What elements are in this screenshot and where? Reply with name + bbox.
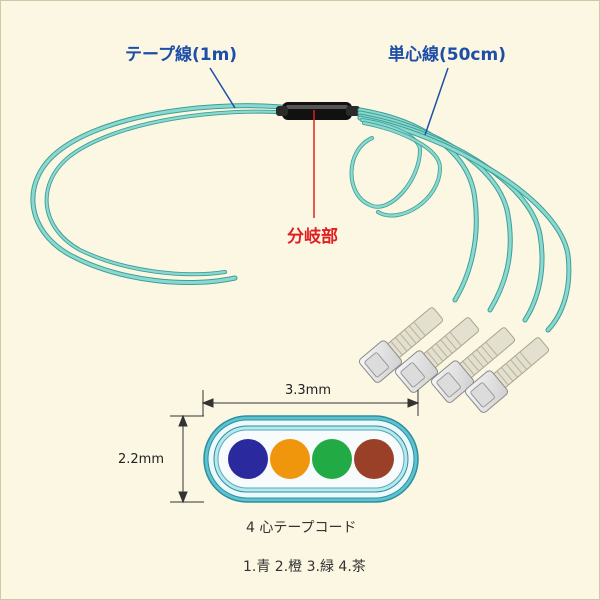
single-fiber-label: 単心線(50cm) — [388, 45, 506, 65]
height-dimension — [170, 414, 204, 504]
connector-2 — [394, 317, 480, 393]
single-fiber-leader — [424, 67, 449, 136]
core-1 — [228, 439, 268, 479]
branch-unit — [276, 102, 360, 120]
caption: 4 心テープコード — [246, 520, 357, 536]
connector-4 — [464, 337, 550, 413]
branch-label: 分岐部 — [287, 227, 338, 247]
core-4 — [354, 439, 394, 479]
connector-1 — [358, 307, 444, 383]
single-fibers — [349, 107, 572, 333]
core-2 — [270, 439, 310, 479]
color-legend: 1.青 2.橙 3.緑 4.茶 — [243, 559, 366, 575]
width-dimension — [201, 390, 420, 416]
tape-fiber — [30, 103, 295, 286]
tape-fiber-label: テープ線(1m) — [125, 45, 238, 65]
width-label: 3.3mm — [285, 383, 332, 398]
height-label: 2.2mm — [118, 452, 165, 467]
connector-3 — [430, 327, 516, 403]
ribbon-cross-section — [203, 415, 419, 503]
tape-fiber-leader — [209, 67, 236, 109]
core-3 — [312, 439, 352, 479]
